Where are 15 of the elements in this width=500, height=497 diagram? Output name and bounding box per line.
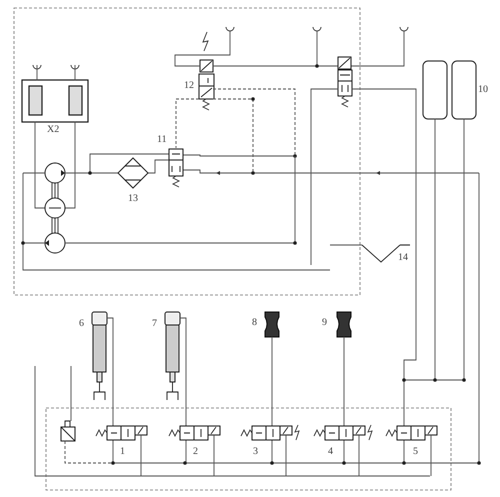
callout-number: 12 xyxy=(184,80,194,91)
callout-number: 13 xyxy=(128,193,138,204)
callout-number: X2 xyxy=(47,124,60,135)
callout-number: 6 xyxy=(79,318,84,329)
callout-number: 4 xyxy=(328,446,333,457)
callout-number: 11 xyxy=(157,134,167,145)
callout-number: 2 xyxy=(193,446,198,457)
callout-number: 8 xyxy=(252,317,257,328)
callout-number: 3 xyxy=(253,446,258,457)
callout-number: 10 xyxy=(478,84,488,95)
callout-number: 14 xyxy=(398,252,408,263)
callout-number: 7 xyxy=(152,318,157,329)
callout-number: 5 xyxy=(413,446,418,457)
callout-number: 1 xyxy=(120,446,125,457)
callout-number: 9 xyxy=(322,317,327,328)
